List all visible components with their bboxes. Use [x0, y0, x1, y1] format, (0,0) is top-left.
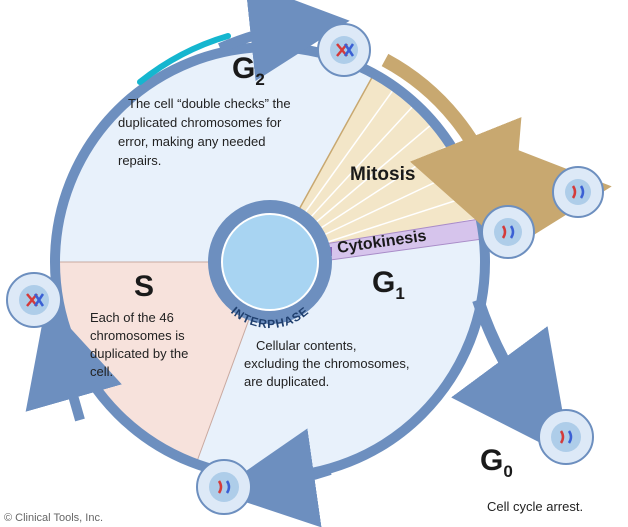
arrow-to-g0: [451, 298, 571, 459]
ring-highlight: [137, 33, 231, 85]
cell-icon-g2: [317, 23, 371, 77]
g0-description: Cell cycle arrest.: [487, 499, 583, 514]
arrow-to-g2: [218, 0, 350, 81]
g2-label: G2: [232, 52, 265, 89]
cell-icon-s-left: [6, 272, 62, 328]
credit-text: © Clinical Tools, Inc.: [4, 512, 103, 524]
g1-label: G1: [372, 266, 405, 303]
g2-description: The cell “double checks” the duplicated …: [118, 96, 294, 168]
arrow-mitosis-out: [477, 137, 612, 258]
arrow-bottom: [215, 428, 332, 527]
g0-label: G0: [480, 444, 513, 481]
s-label: S: [134, 270, 154, 303]
arrow-s-left: [25, 301, 122, 422]
cell-icon-s-bottom: [196, 459, 252, 515]
g1-description: Cellular contents, excluding the chromos…: [244, 338, 413, 389]
s-description: Each of the 46 chromosomes is duplicated…: [90, 310, 192, 379]
cell-icon-mitosis-out: [552, 166, 604, 218]
center-disk: [221, 213, 319, 311]
cell-icon-g0: [538, 409, 594, 465]
cell-icon-g1: [481, 205, 535, 259]
mitosis-label: Mitosis: [350, 164, 415, 185]
